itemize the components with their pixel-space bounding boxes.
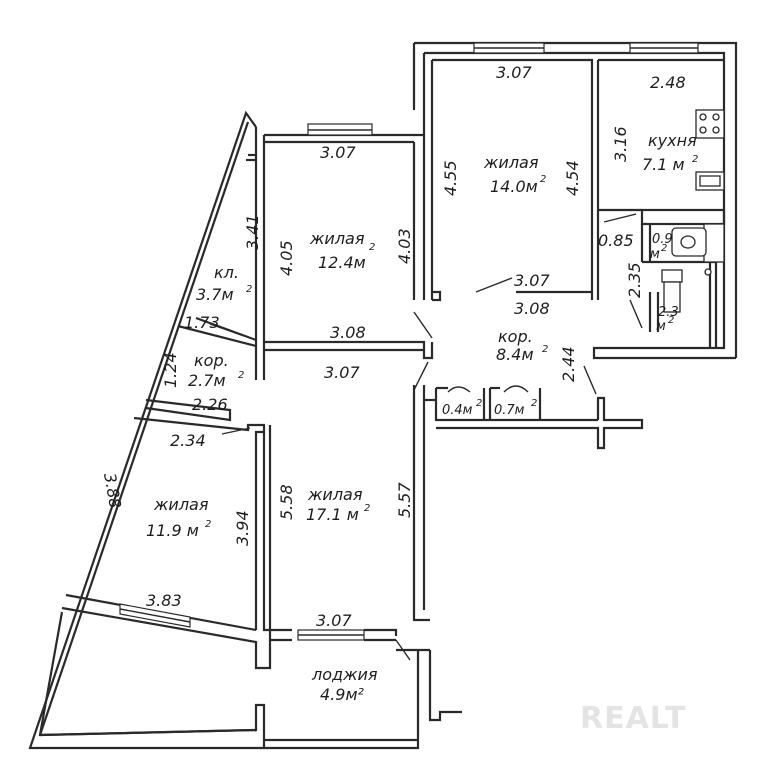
unit-sup-wc: 2 [668, 315, 674, 326]
room-area-corridor2: 2.7м [188, 371, 226, 390]
dim-living4-top: 2.34 [170, 431, 206, 450]
room-area-living1: 14.0м [490, 177, 538, 196]
room-unit-bath: м [650, 247, 660, 262]
door-loggia [395, 639, 411, 661]
dim-living3-left: 5.58 [277, 484, 296, 520]
unit-sup-closet2: 2 [531, 398, 537, 409]
dim-pantry-left: 3.41 [243, 214, 262, 250]
room-name-corridor1: кор. [498, 327, 533, 346]
dim-bath-left: 0.85 [598, 231, 634, 250]
door-living3 [413, 361, 429, 391]
room-area-corridor1: 8.4м [496, 345, 534, 364]
dim-living1-top: 3.07 [496, 63, 532, 82]
room-name-living2: жилая [309, 229, 365, 248]
door-living4 [221, 427, 251, 435]
dim-living4-right: 3.94 [233, 510, 252, 546]
unit-sup-closet1: 2 [476, 398, 482, 409]
room-area-closet2: 0.7м [494, 403, 525, 418]
room-area-bath: 0.9 [652, 232, 673, 247]
fixtures [661, 109, 725, 313]
room-unit-wc: м [656, 319, 666, 334]
dim-corridor1-top: 3.08 [514, 299, 550, 318]
room-area-living3: 17.1 м [306, 505, 359, 524]
room-name-loggia: лоджия [311, 665, 378, 684]
door-wc [629, 299, 643, 329]
unit-sup-living3: 2 [364, 503, 370, 514]
room-area-living4: 11.9 м [146, 521, 199, 540]
room-name-kitchen: кухня [648, 131, 697, 150]
windows [119, 42, 699, 641]
dim-wc-left: 2.35 [625, 262, 644, 298]
dim-living2-top: 3.07 [320, 143, 356, 162]
door-pantry [209, 323, 245, 337]
room-name-living3: жилая [307, 485, 363, 504]
stove-icon [695, 109, 725, 139]
toilet-icon [661, 269, 683, 283]
door-closet1 [447, 386, 471, 393]
dim-corridor2-left: 1.24 [161, 352, 180, 388]
dim-living2-left: 4.05 [277, 240, 296, 276]
dim-living3-bottom: 3.07 [316, 611, 352, 630]
unit-sup-kitchen: 2 [692, 154, 698, 165]
room-name-living1: жилая [483, 153, 539, 172]
dim-living2-right: 4.03 [395, 228, 414, 264]
room-area-wc: 2.3 [658, 305, 679, 320]
unit-sup-pantry: 2 [246, 284, 252, 295]
room-area-loggia: 4.9м² [320, 685, 365, 704]
dim-living1-left: 4.55 [441, 160, 460, 196]
dim-corridor1-right: 2.44 [559, 346, 578, 382]
room-area-kitchen: 7.1 м [642, 155, 685, 174]
unit-sup-bath: 2 [661, 243, 667, 254]
dim-corridor2-bottom: 2.26 [192, 395, 228, 414]
room-area-living2: 12.4м [318, 253, 366, 272]
drain-icon [704, 268, 712, 276]
dim-living1-bottom: 3.07 [514, 271, 550, 290]
room-area-closet1: 0.4м [442, 403, 473, 418]
unit-sup-living4: 2 [205, 519, 211, 530]
door-living1 [475, 277, 513, 293]
dim-kitchen-top: 2.48 [650, 73, 686, 92]
unit-sup-corridor1: 2 [542, 344, 548, 355]
unit-sup-corridor2: 2 [238, 370, 244, 381]
room-area-pantry: 3.7м [196, 285, 234, 304]
dim-kitchen-left: 3.16 [611, 126, 630, 162]
dim-living2-bottom: 3.08 [330, 323, 366, 342]
door-corridor-right [583, 365, 597, 395]
dim-pantry-bottom: 1.73 [184, 313, 220, 332]
room-name-corridor2: кор. [194, 351, 229, 370]
dim-living1-right: 4.54 [563, 160, 582, 196]
watermark: REALT [580, 701, 686, 736]
room-labels: жилая 14.0м 2 жилая 2 12.4м жилая 17.1 м… [146, 131, 698, 704]
bathtub-icon [703, 223, 725, 263]
dim-living3-top: 3.07 [324, 363, 360, 382]
doors [209, 213, 643, 661]
door-living2 [413, 311, 433, 339]
walls [28, 41, 738, 750]
dim-living3-right: 5.57 [395, 482, 414, 518]
door-closet2 [503, 385, 529, 393]
unit-sup-living1: 2 [540, 174, 546, 185]
door-kitchen [603, 213, 637, 223]
unit-sup-living2: 2 [369, 242, 375, 253]
dim-living4-bottom: 3.83 [146, 591, 182, 610]
room-name-pantry: кл. [214, 263, 239, 282]
room-name-living4: жилая [153, 495, 209, 514]
